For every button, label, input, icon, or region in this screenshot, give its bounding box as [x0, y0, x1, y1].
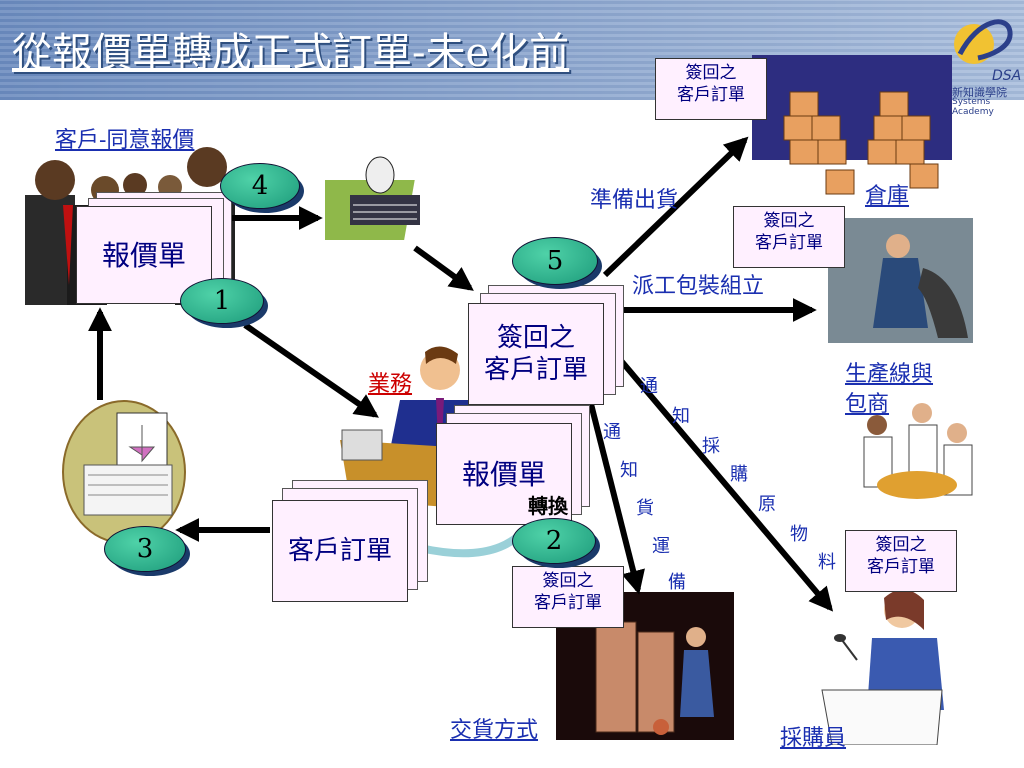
- buyer-icon: [821, 589, 944, 745]
- step-2-label: 2: [512, 518, 596, 564]
- quote-doc-sales-label: 報價單: [436, 423, 572, 525]
- delivery-note: 簽回之 客戶訂單: [512, 566, 624, 628]
- notify-ship-char: 通: [603, 422, 621, 443]
- notify-ship-char: 貨: [636, 498, 654, 519]
- dsa-logo-icon: DSA: [954, 19, 1021, 84]
- signed-order-doc: 簽回之 客戶訂單: [468, 285, 628, 405]
- production-line-label-2: 包商: [845, 392, 890, 417]
- logo-mark: DSA: [992, 68, 1021, 84]
- fax-machine-icon: [325, 156, 420, 240]
- warehouse-note-line1: 簽回之: [685, 63, 737, 83]
- printer-icon: [83, 412, 173, 516]
- signed-order-line2: 客戶訂單: [483, 355, 588, 385]
- step-4-badge: 4: [220, 163, 304, 213]
- notify-purchase-char: 採: [702, 436, 720, 457]
- production-worker-icon: [828, 218, 973, 343]
- delivery-note-line2: 客戶訂單: [534, 593, 602, 614]
- notify-purchase-char: 物: [790, 524, 808, 545]
- buyer-note: 簽回之 客戶訂單: [845, 530, 957, 592]
- logo-line1: 新知識學院: [952, 86, 1007, 99]
- step-5-label: 5: [512, 237, 598, 285]
- step-2-badge: 2: [512, 518, 600, 568]
- signed-order-line1: 簽回之: [496, 322, 575, 353]
- buyer-label: 採購員: [780, 726, 847, 751]
- page-title: 從報價單轉成正式訂單-未e化前: [12, 30, 570, 76]
- warehouse-note-line2: 客戶訂單: [677, 85, 745, 106]
- step-5-badge: 5: [512, 237, 602, 289]
- production-team-icon: [863, 403, 973, 499]
- notify-purchase-char: 原: [758, 494, 776, 515]
- transfer-label: 轉換: [528, 494, 568, 518]
- notify-purchase-char: 料: [818, 552, 836, 573]
- production-note: 簽回之 客戶訂單: [733, 206, 845, 268]
- notify-ship-char: 備: [668, 572, 686, 593]
- step-3-badge: 3: [104, 526, 190, 576]
- notify-purchase-char: 購: [730, 464, 748, 485]
- prepare-shipment-label: 準備出貨: [590, 188, 679, 213]
- warehouse-note: 簽回之 客戶訂單: [655, 58, 767, 120]
- notify-ship-char: 知: [620, 460, 638, 481]
- customer-agree-label: 客戶-同意報價: [55, 128, 195, 153]
- buyer-note-line2: 客戶訂單: [867, 557, 935, 578]
- step-1-label: 1: [180, 278, 264, 324]
- signed-order-doc-label: 簽回之 客戶訂單: [468, 303, 604, 405]
- notify-purchase-char: 通: [640, 376, 658, 397]
- delivery-method-label: 交貨方式: [450, 718, 539, 743]
- step-4-label: 4: [220, 163, 300, 209]
- buyer-note-line1: 簽回之: [875, 535, 927, 555]
- notify-ship-char: 運: [652, 536, 670, 557]
- customer-order-doc-label: 客戶訂單: [272, 500, 408, 602]
- notify-purchase-char: 知: [672, 406, 690, 427]
- step-1-badge: 1: [180, 278, 268, 328]
- customer-order-doc: 客戶訂單: [272, 480, 432, 605]
- quote-doc-sales: 報價單: [436, 405, 596, 525]
- logo-line2: Systems Academy: [952, 97, 994, 117]
- production-line-label-1: 生產線與: [845, 362, 934, 387]
- sales-label: 業務: [368, 372, 413, 397]
- warehouse-label: 倉庫: [865, 184, 910, 209]
- dispatch-assembly-label: 派工包裝組立: [632, 274, 765, 299]
- delivery-worker-icon: [556, 592, 734, 740]
- production-note-line1: 簽回之: [763, 211, 815, 231]
- production-note-line2: 客戶訂單: [755, 233, 823, 254]
- step-3-label: 3: [104, 526, 186, 572]
- boxes-icon: [783, 91, 939, 195]
- delivery-note-line1: 簽回之: [542, 571, 594, 591]
